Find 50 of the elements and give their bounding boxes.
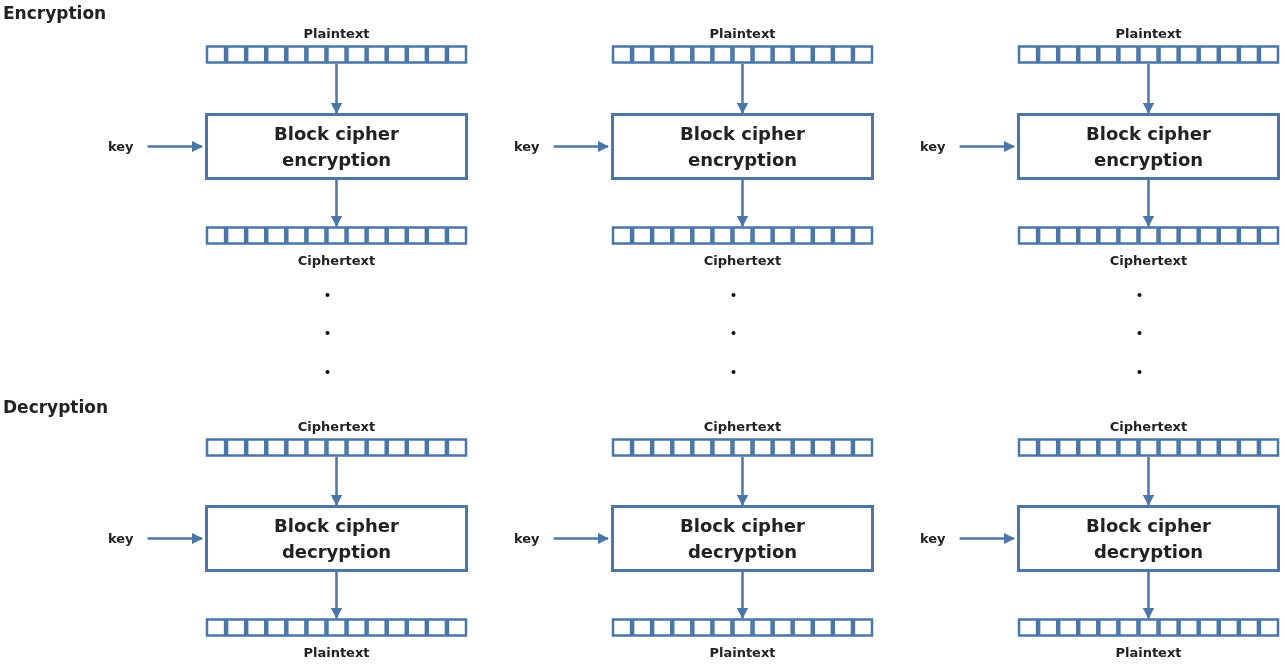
arrow (1142, 180, 1155, 228)
cipher-box (205, 505, 468, 572)
arrow (736, 457, 749, 507)
arrow (330, 572, 343, 620)
cipher-box (205, 113, 468, 180)
box-label: Block cipher decryption (1085, 513, 1212, 564)
arrow (147, 532, 204, 545)
key-label: key (108, 137, 134, 156)
register-label: Plaintext (302, 25, 371, 43)
arrow (1142, 457, 1155, 507)
cipher-box (611, 113, 874, 180)
arrow (330, 457, 343, 507)
cipher-box (611, 505, 874, 572)
register-label: Ciphertext (702, 252, 783, 270)
box-label: Block cipher decryption (273, 513, 400, 564)
arrow (1142, 572, 1155, 620)
key-label: key (920, 137, 946, 156)
register-label: Plaintext (302, 644, 371, 662)
key-label: key (108, 529, 134, 548)
arrow (553, 140, 610, 153)
box-label: Block cipher encryption (679, 121, 806, 172)
cipher-box (1017, 113, 1280, 180)
section-heading: Encryption (3, 3, 107, 23)
register-label: Plaintext (708, 25, 777, 43)
box-label: Block cipher decryption (679, 513, 806, 564)
register-label: Plaintext (1114, 25, 1183, 43)
key-label: key (514, 137, 540, 156)
register-label: Ciphertext (1108, 252, 1189, 270)
arrow (330, 180, 343, 228)
arrow (147, 140, 204, 153)
arrow (553, 532, 610, 545)
register-label: Ciphertext (296, 252, 377, 270)
register-label: Ciphertext (702, 418, 783, 436)
box-label: Block cipher encryption (1085, 121, 1212, 172)
arrow (959, 532, 1016, 545)
arrow (330, 64, 343, 115)
arrow (736, 572, 749, 620)
arrow (736, 180, 749, 228)
section-heading: Decryption (3, 397, 109, 417)
arrow (959, 140, 1016, 153)
register-label: Plaintext (708, 644, 777, 662)
register-label: Ciphertext (296, 418, 377, 436)
key-label: key (514, 529, 540, 548)
register-label: Plaintext (1114, 644, 1183, 662)
arrow (736, 64, 749, 115)
key-label: key (920, 529, 946, 548)
cipher-box (1017, 505, 1280, 572)
arrow (1142, 64, 1155, 115)
register-label: Ciphertext (1108, 418, 1189, 436)
box-label: Block cipher encryption (273, 121, 400, 172)
